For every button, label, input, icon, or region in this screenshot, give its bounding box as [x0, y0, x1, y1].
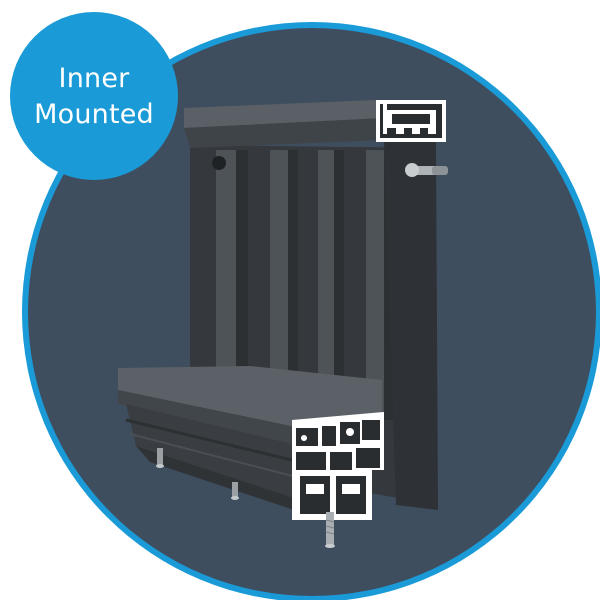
- fixing-screw-icon: [212, 156, 226, 170]
- sill-stud-middle-icon: [231, 482, 239, 500]
- rib-2: [270, 150, 288, 420]
- sill-cross-section: [292, 412, 384, 520]
- rib-shadow-2: [288, 150, 298, 420]
- rib-1: [216, 150, 236, 420]
- sill-groove-2: [129, 433, 301, 479]
- sill-front-lower: [136, 446, 300, 512]
- badge-line-2: Mounted: [34, 99, 154, 130]
- rib-shadow-1: [236, 150, 248, 420]
- inner-mounted-badge: Inner Mounted: [10, 12, 178, 180]
- rib-shadow-3: [334, 150, 344, 420]
- head-profile-front: [184, 118, 384, 148]
- head-cross-section: [376, 100, 446, 142]
- rib-3: [318, 150, 334, 420]
- side-bolt-icon: [405, 163, 448, 177]
- sill-top-surface: [118, 366, 382, 428]
- sill-stud-left-icon: [156, 448, 164, 468]
- badge-line-1: Inner: [58, 63, 130, 94]
- window-profile-frame: [118, 100, 448, 548]
- sill-front-body: [126, 404, 300, 500]
- sill-groove-1: [125, 418, 301, 464]
- rib-4: [366, 150, 384, 420]
- sill-stud-front-icon: [325, 512, 335, 548]
- sill-front-upper: [118, 390, 300, 446]
- rear-panel-side: [384, 140, 438, 510]
